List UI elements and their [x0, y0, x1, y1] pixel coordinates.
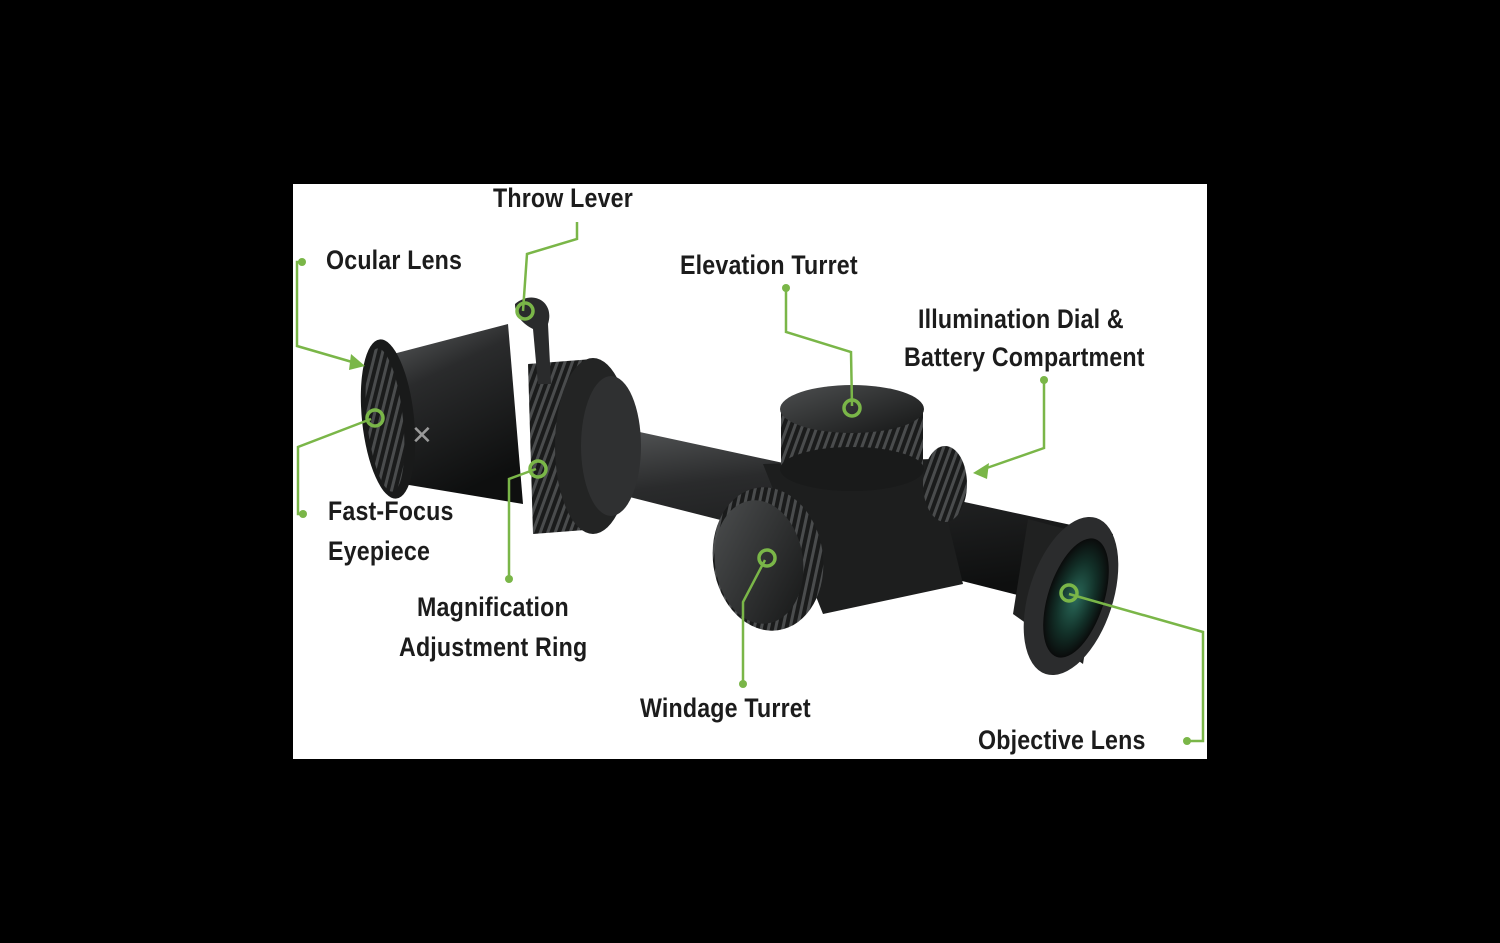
illumination-leader — [980, 380, 1046, 472]
illumination-dot — [1040, 376, 1048, 384]
magnification-target — [528, 459, 548, 479]
objective-target — [1059, 583, 1079, 603]
windage-leader — [741, 559, 767, 684]
callout-arrowheads — [349, 354, 989, 479]
ocular-arrowhead — [349, 354, 365, 370]
ocular-lens-label: Ocular Lens — [326, 245, 463, 275]
throw-lever-leader — [521, 222, 579, 312]
elevation-leader — [784, 288, 854, 407]
windage-turret-label: Windage Turret — [640, 693, 811, 723]
callout-dots — [298, 258, 1191, 745]
fast-focus-target — [365, 408, 385, 428]
magnification-label-line1: Magnification — [417, 592, 569, 622]
elevation-turret-label: Elevation Turret — [680, 250, 858, 280]
brand-mark: ✕ — [411, 421, 433, 451]
riflescope-illustration: ✕ — [360, 297, 1119, 676]
magnification-dot — [505, 575, 513, 583]
magnification-label-line2: Adjustment Ring — [399, 632, 588, 662]
ocular-knurl — [365, 348, 405, 492]
objective-leader — [1068, 592, 1205, 743]
callout-lines — [295, 222, 1205, 743]
throw-lever-target — [515, 301, 535, 321]
elevation-turret-base — [780, 447, 924, 491]
objective-dot — [1183, 737, 1191, 745]
throw-lever-label: Throw Lever — [493, 184, 633, 213]
fast-focus-label-line2: Eyepiece — [328, 536, 431, 566]
fast-focus-label-line1: Fast-Focus — [328, 496, 454, 526]
illumination-dial — [923, 446, 967, 522]
eyepiece-body — [393, 324, 523, 504]
magnification-ring-inner — [581, 376, 641, 516]
elevation-turret-cap — [780, 385, 924, 433]
illumination-label-line1: Illumination Dial & — [918, 304, 1124, 334]
illumination-arrowhead — [973, 463, 989, 479]
windage-dot — [739, 680, 747, 688]
magnification-leader — [507, 467, 537, 579]
ocular-dot — [298, 258, 306, 266]
elevation-target — [842, 398, 862, 418]
objective-lens-label: Objective Lens — [978, 725, 1146, 755]
illumination-label-line2: Battery Compartment — [904, 342, 1145, 372]
target-rings — [365, 301, 1079, 603]
diagram-panel: ✕ — [293, 184, 1207, 759]
windage-target — [757, 548, 777, 568]
elevation-dot — [782, 284, 790, 292]
fast-focus-dot — [299, 510, 307, 518]
scope-diagram: ✕ — [295, 222, 1205, 745]
